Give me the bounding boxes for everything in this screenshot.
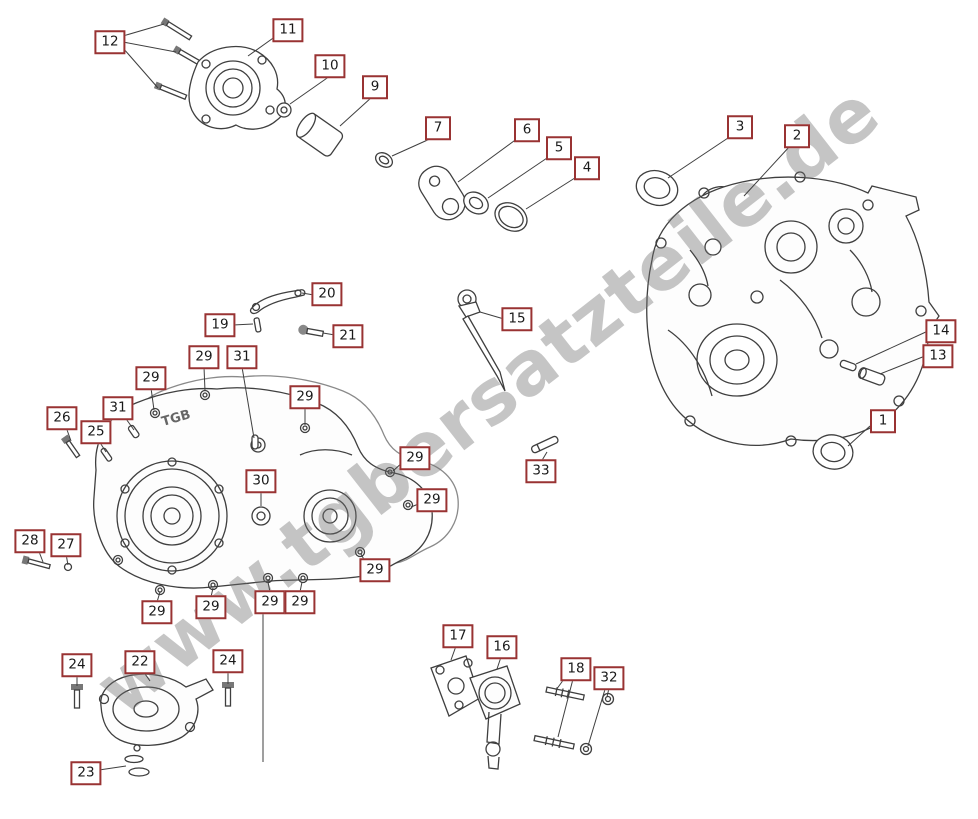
seal-ring-5 — [463, 191, 489, 215]
orings-23 — [124, 744, 150, 777]
spacer-9 — [296, 112, 344, 157]
oil-pump-cover-22 — [98, 673, 214, 746]
washer-10 — [276, 102, 292, 118]
oil-seal-1 — [812, 434, 854, 470]
pin-33 — [530, 435, 559, 454]
gasket-plate-6 — [418, 165, 466, 221]
bolt-28 — [21, 555, 51, 570]
bolt-24-left — [71, 684, 83, 709]
oring-4 — [494, 202, 528, 232]
pin-25 — [100, 447, 113, 462]
stud-bolt-18-lower — [533, 734, 575, 750]
bearing-retainer-11 — [188, 45, 286, 130]
dowel-pin-14 — [839, 359, 857, 372]
bolt-26 — [60, 434, 81, 459]
bolt-21 — [298, 324, 325, 337]
dowel-31-left — [127, 424, 140, 439]
bolt-24-right — [222, 682, 234, 707]
oil-seal-3 — [635, 169, 679, 207]
plug-13 — [857, 367, 886, 386]
water-pump-16 — [469, 665, 521, 770]
bushing-30 — [251, 506, 271, 526]
lever-20 — [249, 289, 306, 315]
oring-7 — [374, 152, 394, 168]
dowel-31-top — [251, 434, 259, 450]
nut-32-lower — [579, 742, 593, 756]
screw-19 — [253, 317, 262, 333]
